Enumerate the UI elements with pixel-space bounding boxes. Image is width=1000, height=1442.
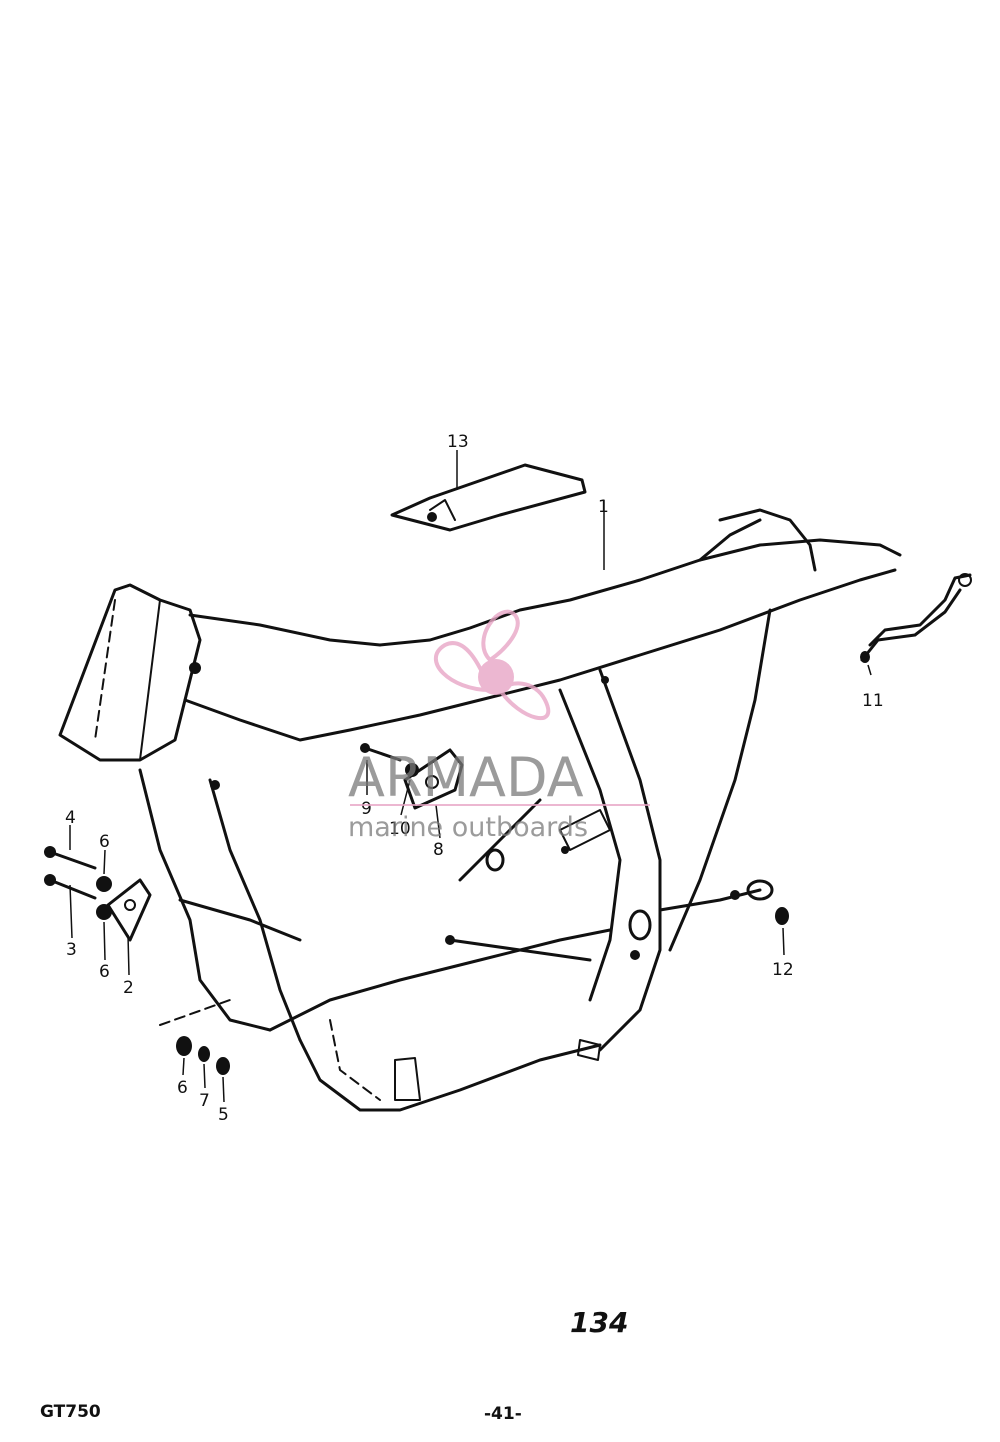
part-6-nut-upper: [96, 876, 112, 892]
part-7-washer: [198, 1046, 210, 1062]
part-8-plate: [403, 748, 464, 810]
callout-8: 8: [433, 840, 444, 860]
callout-3: 3: [66, 940, 77, 960]
part-13-cover: [390, 463, 587, 532]
page-number: -41-: [484, 1404, 522, 1424]
callout-6-middle: 6: [99, 962, 110, 982]
callout-2: 2: [123, 978, 134, 998]
callout-11: 11: [862, 691, 884, 711]
part-6-nut-lower: [96, 904, 112, 920]
part-5-nut: [216, 1057, 230, 1075]
callout-6-lower: 6: [177, 1078, 188, 1098]
callout-10: 10: [389, 819, 411, 839]
callout-13: 13: [447, 432, 469, 452]
part-2-mount-plate: [106, 878, 152, 942]
watermark-tagline: marine outboards: [348, 812, 588, 843]
part-11-bracket: [860, 573, 972, 663]
part-4-bolt: [44, 846, 97, 870]
part-1-main-frame: [58, 508, 902, 1112]
part-6-nut-bottom: [176, 1036, 192, 1056]
part-12-grommet: [775, 907, 789, 925]
callout-6-upper: 6: [99, 832, 110, 852]
part-9-bolt: [360, 743, 402, 762]
armada-watermark: ARMADA marine outboards: [348, 610, 650, 843]
propeller-logo-icon: [433, 610, 551, 720]
callout-1: 1: [598, 497, 609, 517]
callout-4: 4: [65, 808, 76, 828]
part-3-bolt: [44, 874, 97, 900]
callout-9: 9: [361, 799, 372, 819]
diagram-number: 134: [570, 1306, 629, 1339]
leader-lines: [69, 450, 872, 1103]
callout-7: 7: [199, 1091, 210, 1111]
watermark-brand: ARMADA: [348, 746, 584, 809]
callout-12: 12: [772, 960, 794, 980]
model-label: GT750: [40, 1402, 101, 1422]
callout-5: 5: [218, 1105, 229, 1125]
callout-labels: 13 1 11 4 6 3 6 2 9 10 8 12 6 7 5: [65, 432, 884, 1125]
